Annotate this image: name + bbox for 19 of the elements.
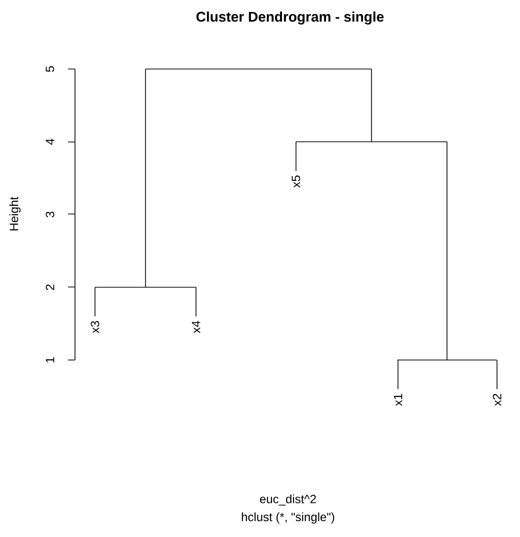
axis-title: euc_dist^2 — [260, 494, 316, 506]
tree-branch — [496, 360, 498, 390]
tick-label: 5 — [46, 66, 54, 72]
tree-branch — [94, 286, 96, 317]
leaf-label: x5 — [292, 176, 300, 188]
axis-title: Height — [9, 196, 21, 230]
leaf-label: x1 — [394, 394, 402, 406]
tick-label: 2 — [46, 284, 54, 290]
tree-branch — [446, 141, 448, 360]
leaf-label: x3 — [90, 321, 100, 334]
tick-label: 4 — [46, 138, 54, 145]
subtitle: hclust (*, "single") — [242, 512, 334, 524]
tick-label: 3 — [46, 212, 54, 218]
leaf-label: x2 — [492, 394, 502, 406]
tree-branch — [371, 68, 372, 142]
tick-label: 1 — [46, 357, 54, 362]
title: Cluster Dendrogram - single — [196, 11, 384, 25]
leaf-label: x4 — [192, 320, 200, 334]
tree-branch — [145, 68, 146, 288]
